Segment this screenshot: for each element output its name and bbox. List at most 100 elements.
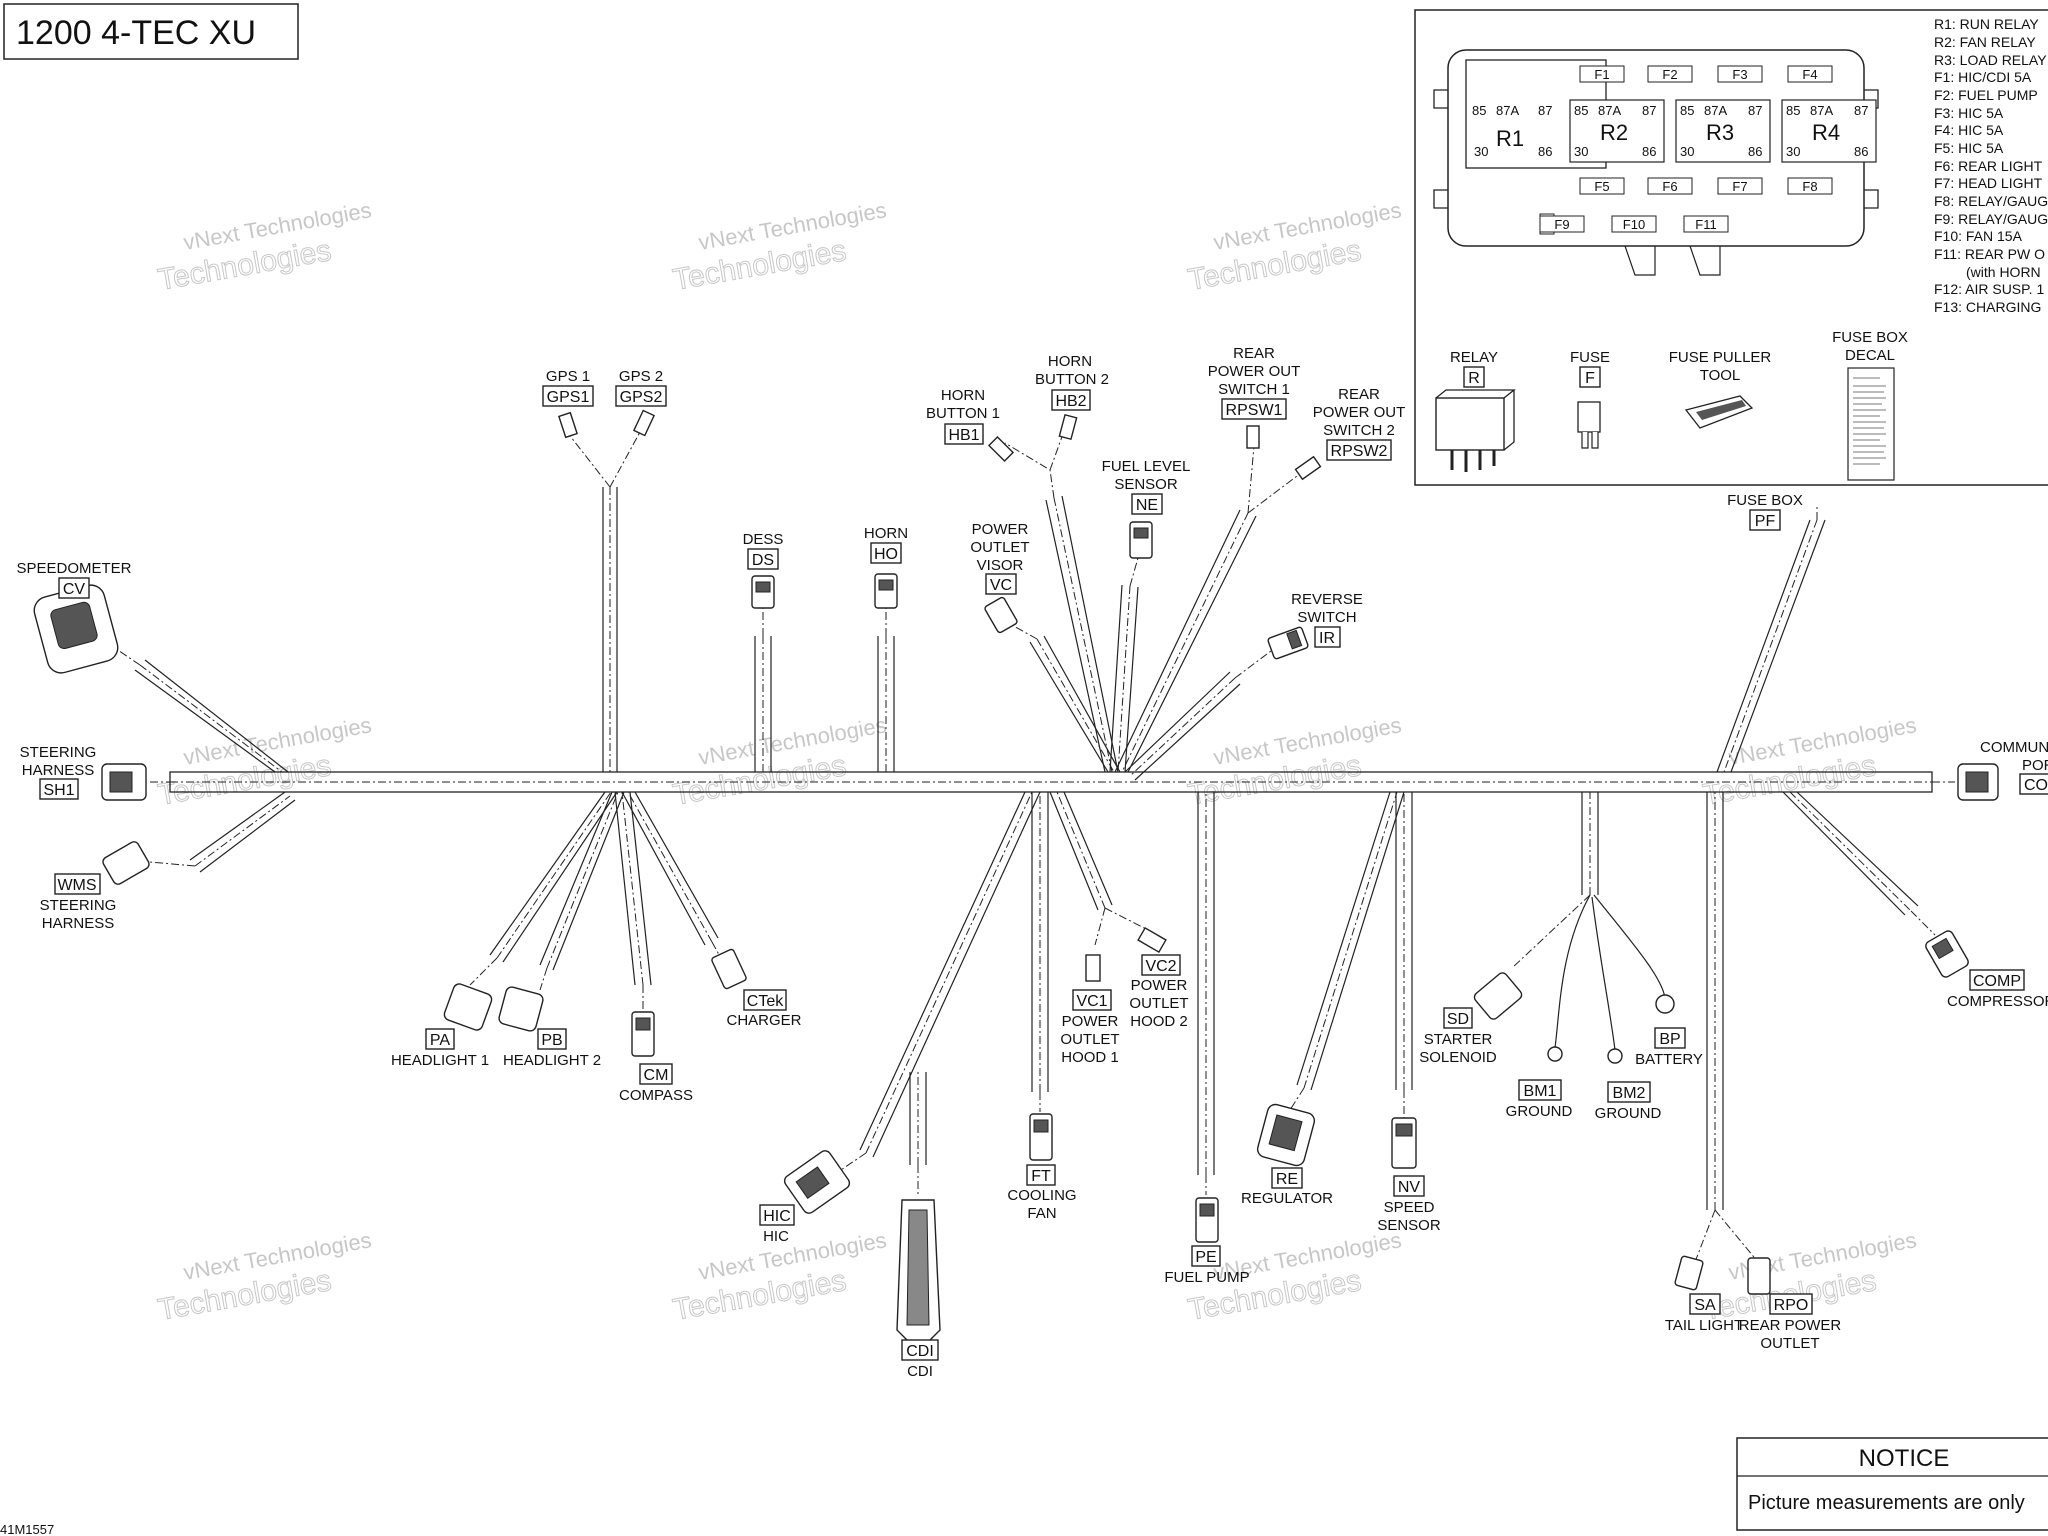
connector-gps2-shape	[632, 409, 656, 437]
fuse-label: F11	[1695, 217, 1716, 232]
rpo-code: RPO	[1774, 1297, 1809, 1314]
connector-vc1-shape	[1085, 954, 1101, 982]
relay-pin: 87	[1538, 103, 1552, 118]
relay-label: R1	[1496, 126, 1524, 151]
co-code: CO	[2024, 777, 2048, 794]
nv-label: SENSOR	[1377, 1217, 1441, 1234]
relay-pin: 30	[1786, 144, 1800, 159]
relay-pin: 86	[1854, 144, 1868, 159]
ne-label: FUEL LEVEL	[1102, 458, 1191, 475]
gps2-label: GPS 2	[619, 368, 663, 385]
rpo-label: OUTLET	[1760, 1335, 1819, 1352]
ir-label: SWITCH	[1297, 609, 1356, 626]
relay-pin: 87A	[1704, 103, 1727, 118]
bm2-label: GROUND	[1595, 1105, 1662, 1122]
fuse-part-label: FUSE	[1570, 349, 1610, 366]
bp-code: BP	[1659, 1031, 1680, 1048]
ctek-code: CTek	[747, 993, 784, 1010]
connector-ds-shape	[751, 575, 775, 609]
vc-label: POWER	[972, 521, 1029, 538]
connector-hic-shape	[783, 1150, 851, 1214]
legend-item: F2: FUEL PUMP	[1934, 87, 2038, 103]
pa-label: HEADLIGHT 1	[391, 1052, 489, 1069]
vc1-label: POWER	[1062, 1013, 1119, 1030]
ft-label: FAN	[1027, 1205, 1056, 1222]
relay-part-label: RELAY	[1450, 349, 1498, 366]
relay-pin: 87A	[1496, 103, 1519, 118]
relay-pin: 30	[1474, 144, 1488, 159]
title-box: 1200 4-TEC XU	[3, 3, 299, 60]
bm1-code: BM1	[1524, 1083, 1557, 1100]
connector-rpo-shape	[1747, 1257, 1771, 1295]
relay-label: R3	[1706, 120, 1734, 145]
part-number: 41M1557	[0, 1522, 54, 1536]
connector-bp-shape	[1655, 994, 1675, 1014]
pf-label: FUSE BOX	[1727, 492, 1803, 509]
puller-label: TOOL	[1700, 367, 1741, 384]
fuse-row-mid: F5 F6 F7 F8	[1579, 177, 1833, 195]
relay-pin: 86	[1538, 144, 1552, 159]
relay-part-code: R	[1468, 370, 1480, 387]
connector-ne-shape	[1129, 521, 1153, 559]
legend-item: F11: REAR PW O	[1934, 246, 2045, 262]
hb1-label: BUTTON 1	[926, 405, 1000, 422]
connector-ho-shape	[874, 573, 898, 609]
connector-wms-shape	[102, 841, 150, 885]
pa-code: PA	[430, 1032, 450, 1049]
sh1-label: STEERING	[20, 744, 97, 761]
relay-pin: 87	[1854, 103, 1868, 118]
pe-code: PE	[1195, 1249, 1216, 1266]
diagram-title: 1200 4-TEC XU	[16, 14, 256, 52]
vc2-label: OUTLET	[1129, 995, 1188, 1012]
rpsw1-label: REAR	[1233, 345, 1275, 362]
sh1-code: SH1	[43, 782, 74, 799]
cm-code: CM	[644, 1067, 669, 1084]
connector-ctek-shape	[711, 948, 747, 990]
fuse-box-legend: R1: RUN RELAY R2: FAN RELAY R3: LOAD REL…	[1934, 16, 2048, 315]
fuse-label: F9	[1554, 217, 1569, 232]
part-fuse: FUSE F	[1570, 349, 1610, 449]
puller-label: FUSE PULLER	[1669, 349, 1772, 366]
legend-item: F6: REAR LIGHT	[1934, 158, 2043, 174]
connector-re-shape	[1256, 1103, 1316, 1167]
fuse-row-top: F1 F2 F3 F4	[1579, 65, 1833, 83]
connector-hb1-shape	[987, 435, 1015, 463]
relay-pin: 86	[1642, 144, 1656, 159]
legend-item: F3: HIC 5A	[1934, 105, 2004, 121]
connector-sh1-shape	[101, 763, 147, 801]
connector-bm2-shape	[1607, 1048, 1623, 1064]
legend-item: F13: CHARGING	[1934, 299, 2041, 315]
connector-comp-shape	[1925, 930, 1969, 978]
hb2-label: HORN	[1048, 353, 1092, 370]
ho-label: HORN	[864, 525, 908, 542]
connector-bm1-shape	[1547, 1046, 1563, 1062]
sh1-label: HARNESS	[22, 762, 95, 779]
bm2-code: BM2	[1613, 1085, 1646, 1102]
decal-label: FUSE BOX	[1832, 329, 1908, 346]
legend-item: F7: HEAD LIGHT	[1934, 175, 2043, 191]
nv-code: NV	[1398, 1179, 1421, 1196]
connector-nv-shape	[1391, 1117, 1417, 1169]
hb1-label: HORN	[941, 387, 985, 404]
relay-r2: 85 87A 87 30 86 R2	[1569, 99, 1665, 163]
rpsw2-label: POWER OUT	[1313, 404, 1406, 421]
ne-code: NE	[1136, 497, 1158, 514]
fuse-label: F2	[1662, 67, 1677, 82]
wms-label: STEERING	[40, 897, 117, 914]
fuse-label: F1	[1594, 67, 1609, 82]
gps1-label: GPS 1	[546, 368, 590, 385]
part-fuse-box-decal: FUSE BOX DECAL	[1832, 329, 1908, 481]
legend-item: F10: FAN 15A	[1934, 228, 2023, 244]
relay-label: R2	[1600, 120, 1628, 145]
vc-label: OUTLET	[970, 539, 1029, 556]
hb1-code: HB1	[948, 427, 979, 444]
legend-item: R1: RUN RELAY	[1934, 16, 2039, 32]
ft-label: COOLING	[1007, 1187, 1076, 1204]
vc1-label: OUTLET	[1060, 1031, 1119, 1048]
sa-label: TAIL LIGHT	[1665, 1317, 1743, 1334]
co-label: POR	[2022, 757, 2048, 774]
wms-code: WMS	[57, 877, 96, 894]
sa-code: SA	[1694, 1297, 1716, 1314]
relay-pin: 87A	[1598, 103, 1621, 118]
relay-pin: 87	[1642, 103, 1656, 118]
